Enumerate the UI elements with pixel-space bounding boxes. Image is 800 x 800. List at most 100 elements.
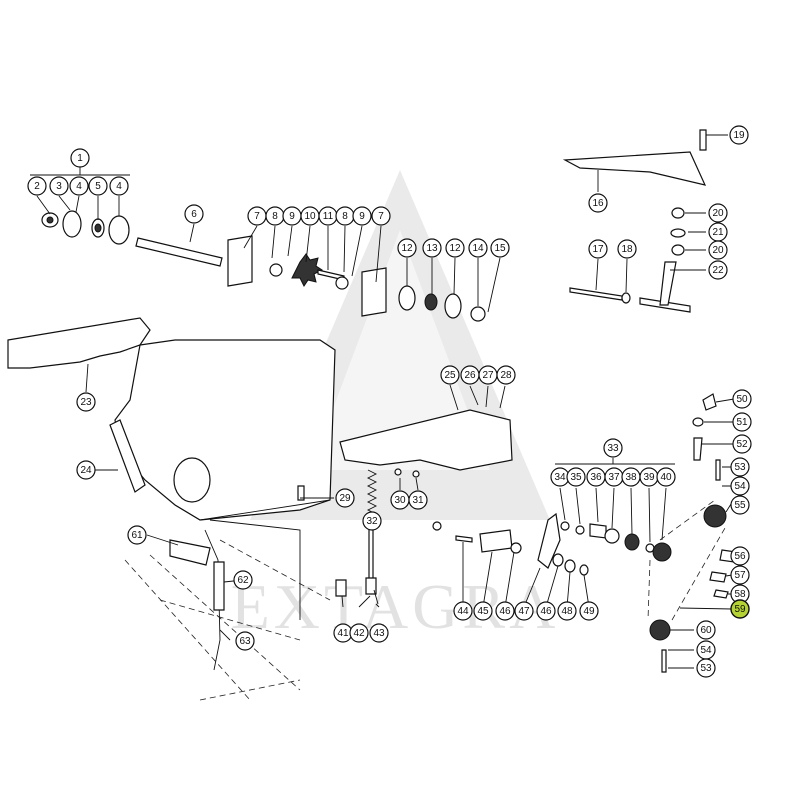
callout-circle [70, 148, 90, 168]
callout-number: 54 [700, 645, 712, 656]
callout-number: 32 [366, 516, 378, 527]
callout-number: 13 [426, 243, 438, 254]
callout-53: 53 [696, 658, 716, 678]
callout-number: 2 [34, 181, 40, 192]
callout-number: 23 [80, 397, 92, 408]
callout-3: 3 [49, 176, 69, 196]
callout-12: 12 [397, 238, 417, 258]
callout-circle [440, 365, 460, 385]
callout-circle [696, 658, 716, 678]
callout-number: 46 [540, 606, 552, 617]
callout-circle [69, 176, 89, 196]
callout-number: 39 [643, 472, 655, 483]
callout-number: 30 [394, 495, 406, 506]
callout-circle [557, 601, 577, 621]
callout-number: 46 [499, 606, 511, 617]
callout-circle [352, 206, 372, 226]
callout-number: 40 [660, 472, 672, 483]
callout-number: 7 [378, 211, 384, 222]
callout-14: 14 [468, 238, 488, 258]
callout-number: 52 [736, 439, 748, 450]
callout-46: 46 [495, 601, 515, 621]
callout-circle [335, 488, 355, 508]
callout-circle [445, 238, 465, 258]
callout-circle [49, 176, 69, 196]
callout-number: 26 [464, 370, 476, 381]
callout-number: 37 [608, 472, 620, 483]
callout-20: 20 [708, 203, 728, 223]
callout-22: 22 [708, 260, 728, 280]
callout-circle [536, 601, 556, 621]
callout-circle [708, 240, 728, 260]
callout-number: 53 [700, 663, 712, 674]
callout-number: 3 [56, 181, 62, 192]
callout-number: 60 [700, 625, 712, 636]
callout-number: 53 [734, 462, 746, 473]
callout-number: 56 [734, 551, 746, 562]
callout-circle [27, 176, 47, 196]
callout-number: 8 [272, 211, 278, 222]
callout-number: 35 [570, 472, 582, 483]
callout-circle [730, 457, 750, 477]
callout-56: 56 [730, 546, 750, 566]
callout-circle [468, 238, 488, 258]
callout-46: 46 [536, 601, 556, 621]
callout-61: 61 [127, 525, 147, 545]
callout-circle [603, 438, 623, 458]
callout-54: 54 [696, 640, 716, 660]
callout-39: 39 [639, 467, 659, 487]
callout-29: 29 [335, 488, 355, 508]
callout-48: 48 [557, 601, 577, 621]
callout-19: 19 [729, 125, 749, 145]
callout-circle [708, 260, 728, 280]
callout-41: 41 [333, 623, 353, 643]
callout-circle [730, 495, 750, 515]
callout-circle [732, 434, 752, 454]
callout-number: 6 [191, 209, 197, 220]
callout-50: 50 [732, 389, 752, 409]
callout-circle [495, 601, 515, 621]
callout-9: 9 [282, 206, 302, 226]
callout-32: 32 [362, 511, 382, 531]
callout-13: 13 [422, 238, 442, 258]
callout-5: 5 [88, 176, 108, 196]
callout-number: 33 [607, 443, 619, 454]
callout-number: 61 [131, 530, 143, 541]
callout-12: 12 [445, 238, 465, 258]
callout-circle [708, 203, 728, 223]
callout-number: 22 [712, 265, 724, 276]
callout-number: 4 [116, 181, 122, 192]
callout-33: 33 [603, 438, 623, 458]
callout-8: 8 [265, 206, 285, 226]
callout-circle [588, 193, 608, 213]
callout-number: 28 [500, 370, 512, 381]
callout-52: 52 [732, 434, 752, 454]
callout-60: 60 [696, 620, 716, 640]
callout-number: 31 [412, 495, 424, 506]
callout-38: 38 [621, 467, 641, 487]
callout-number: 18 [621, 244, 633, 255]
callout-18: 18 [617, 239, 637, 259]
callout-49: 49 [579, 601, 599, 621]
callout-21: 21 [708, 222, 728, 242]
callout-circle [579, 601, 599, 621]
callout-circle [422, 238, 442, 258]
callout-number: 49 [583, 606, 595, 617]
callout-circle [730, 546, 750, 566]
callout-57: 57 [730, 565, 750, 585]
callout-25: 25 [440, 365, 460, 385]
callout-number: 25 [444, 370, 456, 381]
callout-number: 36 [590, 472, 602, 483]
callout-number: 16 [592, 198, 604, 209]
callout-circle [729, 125, 749, 145]
callout-number: 43 [373, 628, 385, 639]
callout-number: 41 [337, 628, 349, 639]
callout-number: 62 [237, 575, 249, 586]
callout-number: 42 [353, 628, 365, 639]
callout-circle [696, 620, 716, 640]
parts-artwork [7, 129, 737, 701]
callout-number: 24 [80, 465, 92, 476]
callout-28: 28 [496, 365, 516, 385]
